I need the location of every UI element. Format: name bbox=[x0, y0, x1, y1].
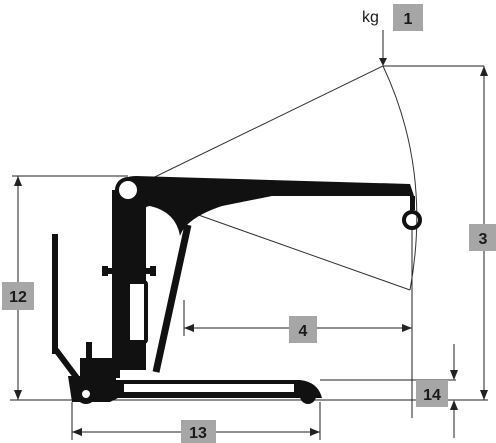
reach-arc bbox=[382, 65, 418, 291]
svg-text:3: 3 bbox=[479, 231, 488, 248]
svg-text:1: 1 bbox=[404, 11, 413, 28]
svg-text:13: 13 bbox=[189, 425, 207, 442]
crane-handle bbox=[52, 234, 58, 354]
crane-boom bbox=[112, 176, 414, 236]
rear-wheel bbox=[300, 388, 316, 404]
upper-reach-line bbox=[127, 65, 384, 191]
crane-body bbox=[52, 176, 422, 404]
hook-chain bbox=[410, 196, 415, 210]
callout-overall-height: 12 bbox=[2, 282, 34, 310]
callout-base-length: 13 bbox=[181, 420, 216, 443]
svg-text:12: 12 bbox=[9, 289, 27, 306]
load-arrow-head bbox=[379, 58, 387, 66]
callout-load-capacity: 1 bbox=[393, 4, 423, 31]
svg-text:4: 4 bbox=[299, 323, 308, 340]
crane-strut bbox=[152, 224, 192, 373]
callout-ground-clearance: 14 bbox=[416, 380, 448, 407]
unit-label: kg bbox=[362, 9, 379, 26]
callout-badges: kg 1 3 4 12 13 14 bbox=[2, 4, 496, 443]
hook-icon bbox=[402, 210, 422, 230]
svg-text:14: 14 bbox=[423, 387, 441, 404]
callout-boom-reach: 4 bbox=[289, 316, 317, 343]
callout-max-hook-height: 3 bbox=[469, 224, 496, 251]
